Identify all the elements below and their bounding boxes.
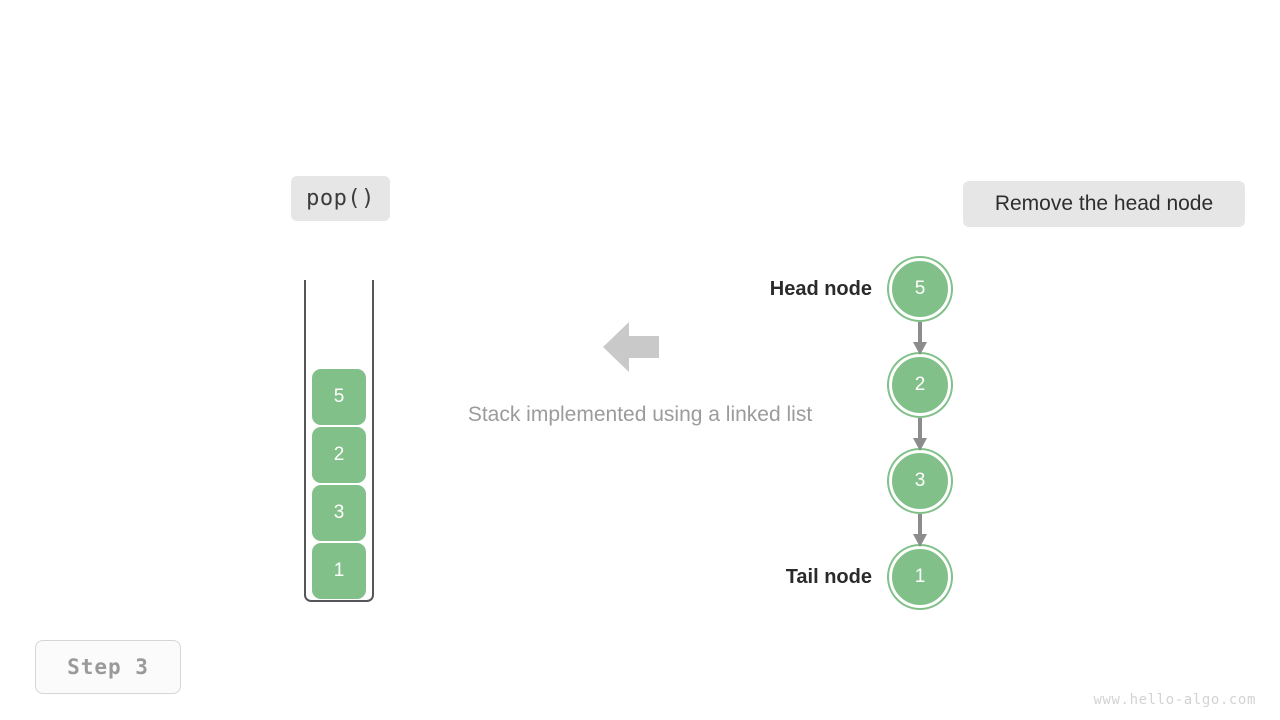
action-badge-label: Remove the head node: [994, 192, 1214, 215]
stack-visualization: 5 2 3 1: [300, 280, 380, 605]
tail-node-label: Tail node: [785, 566, 872, 588]
stack-cell-value: 1: [333, 560, 345, 581]
action-badge: Remove the head node: [963, 181, 1245, 227]
linked-list-node-value: 2: [914, 374, 926, 395]
linked-list-node: 2: [889, 354, 951, 416]
operation-badge: pop(): [291, 176, 390, 221]
head-node-label: Head node: [769, 278, 872, 300]
linked-list-node: 5: [889, 258, 951, 320]
step-badge-label: Step 3: [67, 655, 149, 679]
linked-list-edge-arrow-icon: [911, 418, 929, 452]
linked-list-edge-arrow-icon: [911, 322, 929, 356]
linked-list-node-value: 5: [914, 278, 926, 299]
linked-list-edge-arrow-icon: [911, 514, 929, 548]
linked-list-node: 1: [889, 546, 951, 608]
flow-arrow-left-icon: [601, 318, 661, 376]
stack-cell-value: 3: [333, 502, 345, 523]
step-badge: Step 3: [35, 640, 181, 694]
caption-text: Stack implemented using a linked list: [467, 403, 813, 426]
stack-cell-list: 5 2 3 1: [312, 369, 366, 599]
stack-cell: 5: [312, 369, 366, 425]
linked-list-node-value: 3: [914, 470, 926, 491]
linked-list-visualization: Head node Tail node 5 2 3 1: [760, 250, 990, 620]
operation-badge-label: pop(): [306, 186, 375, 211]
stack-cell-value: 5: [333, 386, 345, 407]
linked-list-node: 3: [889, 450, 951, 512]
stack-cell: 3: [312, 485, 366, 541]
stack-cell-value: 2: [333, 444, 345, 465]
watermark: www.hello-algo.com: [1093, 692, 1256, 708]
linked-list-node-value: 1: [914, 566, 926, 587]
stack-cell: 2: [312, 427, 366, 483]
stack-cell: 1: [312, 543, 366, 599]
